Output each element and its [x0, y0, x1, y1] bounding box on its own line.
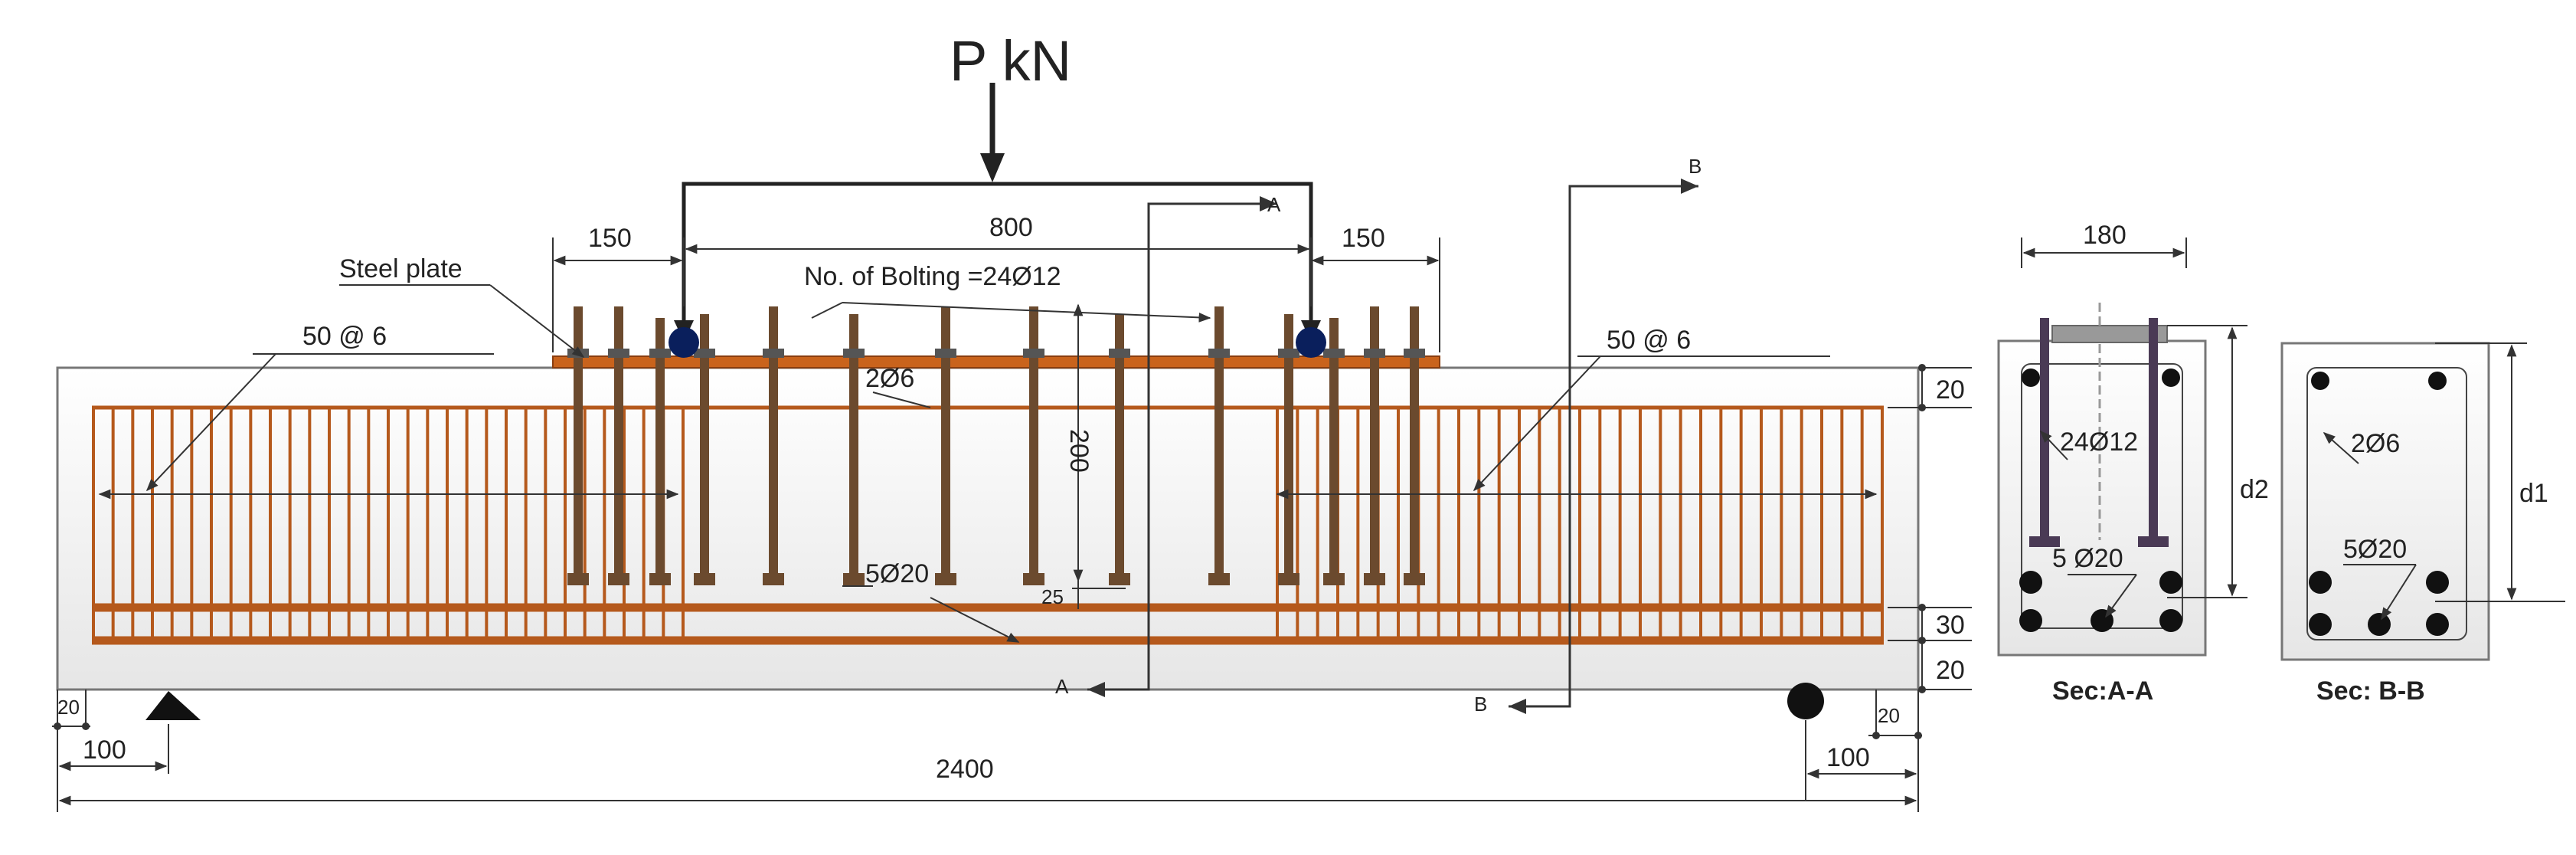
- bolt-anchor: [1404, 573, 1425, 585]
- bolt: [941, 306, 950, 573]
- bolt-nut: [1364, 349, 1385, 358]
- bolt-nut: [608, 349, 629, 358]
- bolt-anchor: [1323, 573, 1345, 585]
- roller-right: [1296, 327, 1326, 358]
- bolt-nut: [694, 349, 715, 358]
- section-b-bottom-bars: 5Ø20: [2343, 535, 2407, 564]
- dim-bolt-length: 200: [1064, 429, 1093, 473]
- dim-support-overhang-left: 20: [57, 696, 80, 719]
- label-steel-plate: Steel plate: [339, 254, 463, 283]
- section-a-bolts: 24Ø12: [2060, 428, 2138, 457]
- label-stirrups-left: 50 @ 6: [302, 322, 387, 351]
- bolt-anchor: [843, 573, 865, 585]
- bolt: [614, 306, 623, 573]
- dim-support-overhang-right: 20: [1878, 704, 1900, 727]
- section-a-title: Sec:A-A: [2052, 676, 2153, 706]
- bolt-anchor: [694, 573, 715, 585]
- steel-plate: [552, 355, 1440, 369]
- dim-cover-bottom: 20: [1936, 656, 1965, 685]
- bolt-anchor: [1208, 573, 1230, 585]
- bolt-anchor: [608, 573, 629, 585]
- bolt: [1370, 306, 1379, 573]
- section-a: [1997, 303, 2207, 657]
- section-mark-b-bottom: B: [1474, 693, 1487, 716]
- bolt: [1214, 306, 1224, 573]
- support-pin: [145, 691, 201, 720]
- label-stirrups-right: 50 @ 6: [1607, 326, 1691, 355]
- bolt: [769, 306, 778, 573]
- bolt-nut: [1109, 349, 1130, 358]
- dim-plate-left: 150: [588, 224, 632, 253]
- label-top-bars: 2Ø6: [865, 364, 914, 393]
- bolt-nut: [1278, 349, 1299, 358]
- section-b: [2280, 342, 2490, 661]
- bolt-anchor: [763, 573, 784, 585]
- bolt-nut: [1023, 349, 1044, 358]
- bolt-nut: [935, 349, 956, 358]
- dim-plate-mid: 800: [989, 213, 1033, 242]
- dim-total-length: 2400: [936, 755, 994, 784]
- bolt-nut: [1404, 349, 1425, 358]
- section-a-depth: d2: [2240, 475, 2269, 504]
- section-b-title: Sec: B-B: [2316, 676, 2425, 706]
- bolt: [849, 314, 858, 581]
- section-mark-b-top: B: [1688, 155, 1702, 178]
- dim-support-right: 100: [1826, 743, 1870, 772]
- load-arrowhead: [980, 153, 1005, 182]
- bolt: [574, 306, 583, 573]
- support-roller: [1787, 683, 1824, 719]
- section-mark-a-bottom: A: [1055, 675, 1069, 698]
- section-mark-a-top: A: [1267, 193, 1281, 216]
- dim-support-left: 100: [83, 735, 126, 765]
- label-bottom-bars: 5Ø20: [865, 559, 929, 588]
- bolt: [1410, 306, 1419, 573]
- section-b-depth: d1: [2519, 479, 2548, 508]
- load-label: P kN: [950, 29, 1071, 93]
- bolt-anchor: [1364, 573, 1385, 585]
- section-a-bottom-bars: 5 Ø20: [2052, 544, 2123, 573]
- dim-cover-top: 20: [1936, 375, 1965, 405]
- bolt-anchor: [567, 573, 589, 585]
- bolt-anchor: [935, 573, 956, 585]
- bolt: [1329, 318, 1339, 585]
- bolt-nut: [649, 349, 671, 358]
- stirrups-left: [92, 408, 685, 640]
- dim-bolt-gap: 25: [1041, 585, 1064, 608]
- bolt-anchor: [1023, 573, 1044, 585]
- bolt-nut: [843, 349, 865, 358]
- section-b-top-bars: 2Ø6: [2351, 429, 2400, 458]
- bolt-anchor: [1109, 573, 1130, 585]
- label-bolting: No. of Bolting =24Ø12: [804, 262, 1061, 291]
- bolt-anchor: [1278, 573, 1299, 585]
- bolt-anchor: [649, 573, 671, 585]
- bolt-nut: [1208, 349, 1230, 358]
- bolt: [1115, 314, 1124, 581]
- dim-plate-right: 150: [1342, 224, 1385, 253]
- roller-left: [669, 327, 699, 358]
- bolts: [567, 306, 1425, 585]
- bolt: [1284, 314, 1293, 581]
- section-a-width: 180: [2083, 221, 2127, 250]
- bolt: [655, 318, 665, 585]
- dim-bar-spacing: 30: [1936, 611, 1965, 640]
- bolt-nut: [763, 349, 784, 358]
- bolt: [1029, 306, 1038, 573]
- bolt-nut: [1323, 349, 1345, 358]
- bolt: [700, 314, 709, 581]
